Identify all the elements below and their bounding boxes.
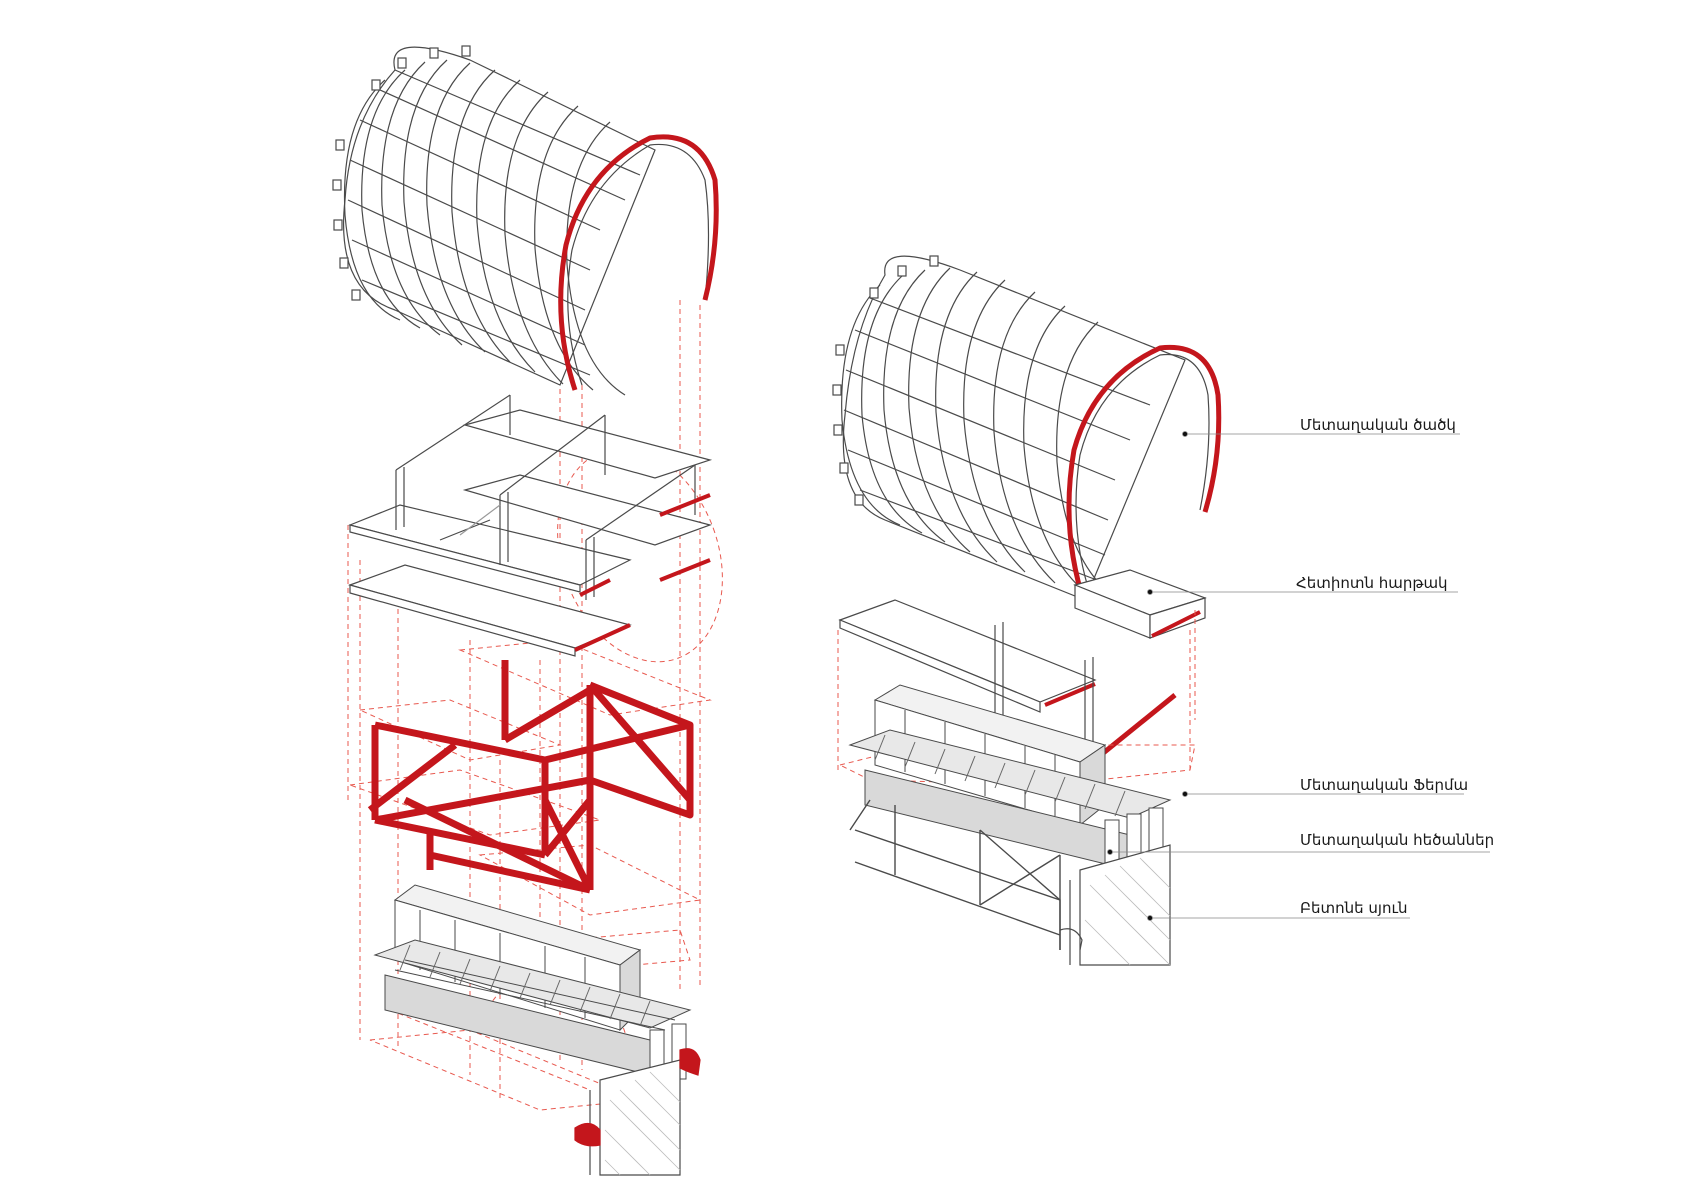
label-pedestrian-platform: Հետիոտն հարթակ <box>1296 574 1448 592</box>
label-metal-truss: Մետաղական Ֆերմա <box>1300 776 1469 794</box>
roof-red-edge-assembled <box>1066 344 1222 606</box>
column-exploded <box>574 1048 701 1176</box>
label-concrete-column: Բետոնե սյուն <box>1300 899 1408 917</box>
leader-lines <box>1107 431 1490 921</box>
train-and-beams-exploded <box>373 884 692 1086</box>
exploded-view <box>332 45 723 1176</box>
truss-assembled <box>849 799 1061 950</box>
label-metal-roof: Մետաղական ծածկ <box>1300 416 1456 434</box>
platform-assembled <box>838 569 1207 782</box>
column-assembled <box>1059 844 1171 966</box>
roof-back-silhouette <box>343 46 656 386</box>
label-metal-beams: Մետաղական հեծաններ <box>1300 831 1495 849</box>
roof-shell-assembled <box>832 255 1222 606</box>
roof-shell-exploded <box>332 45 719 396</box>
platform-exploded <box>348 394 713 657</box>
roof-red-edge <box>558 134 719 391</box>
assembled-guides <box>837 610 1196 786</box>
column-red-cap <box>574 1122 601 1147</box>
roof-inner-arc <box>567 143 710 386</box>
deck-assembled <box>848 729 1172 876</box>
assembled-view <box>832 255 1490 966</box>
truss-exploded <box>367 660 694 894</box>
column-red-cap <box>679 1048 701 1076</box>
